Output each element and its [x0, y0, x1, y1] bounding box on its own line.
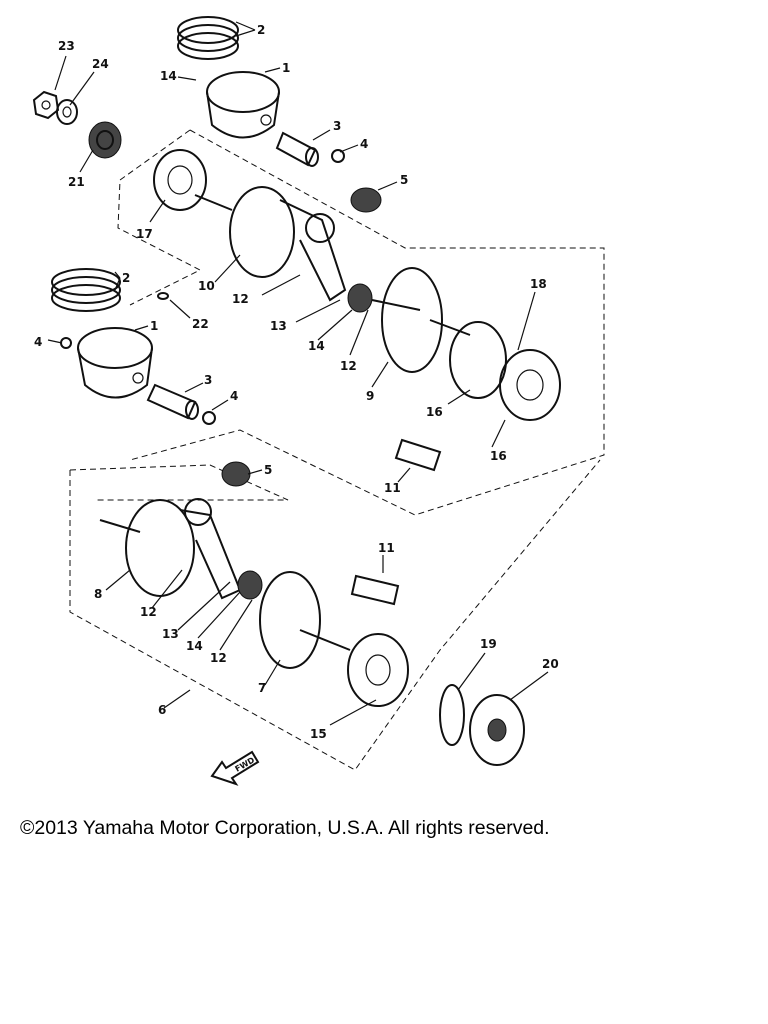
crankshaft-upper [194, 186, 471, 373]
piston-ring-set-lower [51, 268, 121, 312]
callout-16: 16 [426, 405, 443, 419]
circlip-upper [331, 149, 345, 163]
piston-ring-set-upper [177, 16, 239, 60]
callout-12: 12 [232, 292, 249, 306]
callout-5: 5 [264, 463, 272, 477]
callout-16: 16 [490, 449, 507, 463]
nut [32, 90, 60, 120]
callout-23: 23 [58, 39, 75, 53]
callout-4: 4 [230, 389, 238, 403]
oil-seal [88, 121, 122, 159]
needle-bearing-upper [350, 187, 382, 213]
piston-lower [77, 327, 153, 399]
callout-4: 4 [34, 335, 42, 349]
callout-4: 4 [360, 137, 368, 151]
callout-7: 7 [258, 681, 266, 695]
callout-labels: 2 1 14 3 4 5 23 24 21 17 10 12 22 13 14 … [34, 23, 559, 741]
callout-2: 2 [257, 23, 265, 37]
callout-20: 20 [542, 657, 559, 671]
callout-10: 10 [198, 279, 215, 293]
callout-13: 13 [270, 319, 287, 333]
exploded-parts-diagram: FWD [32, 16, 605, 786]
piston-pin-lower [146, 383, 199, 420]
callout-3: 3 [333, 119, 341, 133]
callout-21: 21 [68, 175, 85, 189]
callout-12: 12 [140, 605, 157, 619]
callout-1: 1 [282, 61, 290, 75]
callout-14: 14 [160, 69, 177, 83]
needle-bearing-lower [221, 461, 251, 487]
callout-13: 13 [162, 627, 179, 641]
woodruff-key [157, 292, 169, 300]
callout-22: 22 [192, 317, 209, 331]
callout-15: 15 [310, 727, 327, 741]
piston-pin-upper [275, 131, 319, 167]
callout-2: 2 [122, 271, 130, 285]
callout-11: 11 [378, 541, 395, 555]
washer [56, 99, 78, 125]
piston-upper [206, 71, 280, 139]
crank-pin-upper [394, 438, 442, 472]
callout-11: 11 [384, 481, 401, 495]
crankshaft-lower [99, 498, 409, 707]
leader-lines [47, 21, 549, 726]
crank-bearing-left [153, 149, 207, 211]
callout-12: 12 [340, 359, 357, 373]
callout-5: 5 [400, 173, 408, 187]
crank-pin-lower [350, 574, 400, 606]
callout-14: 14 [308, 339, 325, 353]
assembly-outline-upper [117, 129, 605, 516]
callout-8: 8 [94, 587, 102, 601]
snap-ring [439, 684, 465, 746]
copyright-notice: ©2013 Yamaha Motor Corporation, U.S.A. A… [20, 817, 550, 839]
bearing-holder [469, 694, 525, 766]
callout-3: 3 [204, 373, 212, 387]
callout-14: 14 [186, 639, 203, 653]
callout-19: 19 [480, 637, 497, 651]
callout-18: 18 [530, 277, 547, 291]
fwd-arrow: FWD [210, 750, 260, 786]
callout-6: 6 [158, 703, 166, 717]
callout-12: 12 [210, 651, 227, 665]
callout-24: 24 [92, 57, 109, 71]
callout-17: 17 [136, 227, 153, 241]
callout-1: 1 [150, 319, 158, 333]
callout-9: 9 [366, 389, 374, 403]
crank-bearing-right [449, 321, 561, 421]
